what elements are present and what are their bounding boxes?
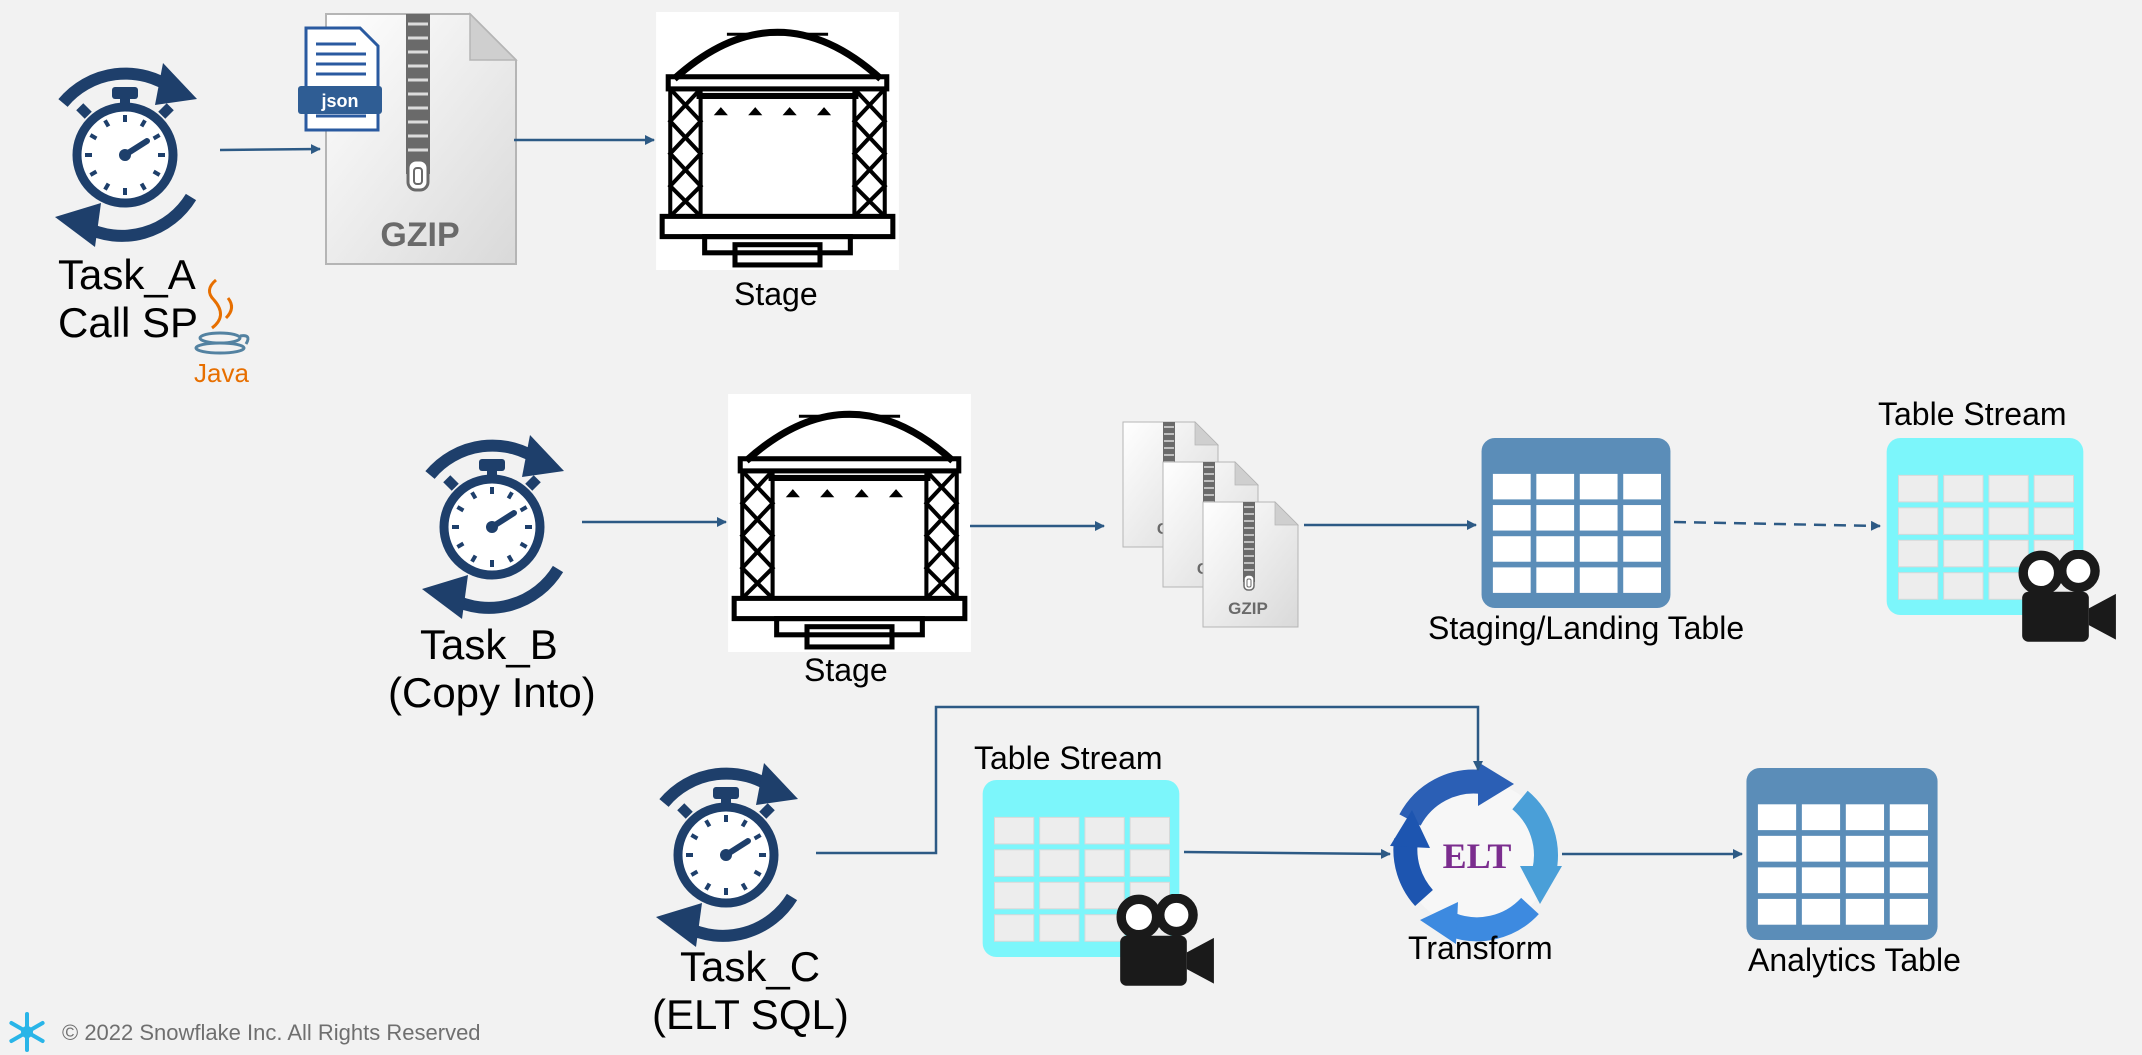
copyright-footer: © 2022 Snowflake Inc. All Rights Reserve…: [62, 1020, 481, 1045]
json-document-icon: json: [298, 26, 382, 132]
arrow-stream-to-transform: [1183, 848, 1391, 859]
json-badge-label: json: [320, 91, 358, 111]
staging-table-label: Staging/Landing Table: [1428, 610, 1745, 646]
snowflake-logo-icon: [9, 1012, 45, 1052]
arrow-staging-to-stream-dashed: [1673, 520, 1881, 531]
stage-a-label: Stage: [734, 276, 818, 312]
stream-c-label: Table Stream: [974, 740, 1163, 776]
task-b-stopwatch-icon: [422, 435, 564, 619]
staging-table-icon: [1481, 438, 1671, 608]
java-icon: [194, 278, 250, 355]
transform-label: Transform: [1408, 930, 1553, 966]
task-b-sublabel: (Copy Into): [388, 669, 596, 716]
java-label: Java: [194, 358, 249, 388]
task-c-stopwatch-icon: [656, 763, 798, 947]
task-a-gzip-label: GZIP: [380, 216, 459, 254]
task-b-label: Task_B: [420, 621, 558, 668]
task-a-sublabel: Call SP: [58, 299, 199, 346]
task-a-stopwatch-icon: [55, 63, 197, 247]
task-a-label: Task_A: [58, 251, 196, 298]
stage-b-label: Stage: [804, 652, 888, 688]
arrow-task-a-to-file: [219, 144, 321, 155]
analytics-table-icon: [1746, 768, 1938, 940]
analytics-table-label: Analytics Table: [1748, 942, 1961, 978]
elt-badge-label: ELT: [1443, 836, 1512, 876]
task-a-stage-icon: [656, 12, 899, 270]
arrow-task-c-to-transform: [816, 705, 1483, 855]
task-c-label: Task_C: [680, 943, 821, 990]
task-b-stage-icon: [728, 394, 971, 652]
elt-cycle-icon: ELT: [1390, 762, 1562, 944]
gzip-label-3: GZIP: [1228, 599, 1268, 618]
task-c-sublabel: (ELT SQL): [652, 991, 849, 1038]
stream-c-camera-icon: [1120, 898, 1214, 986]
stream-b-camera-icon: [2022, 554, 2116, 642]
stream-b-label: Table Stream: [1878, 396, 2067, 432]
